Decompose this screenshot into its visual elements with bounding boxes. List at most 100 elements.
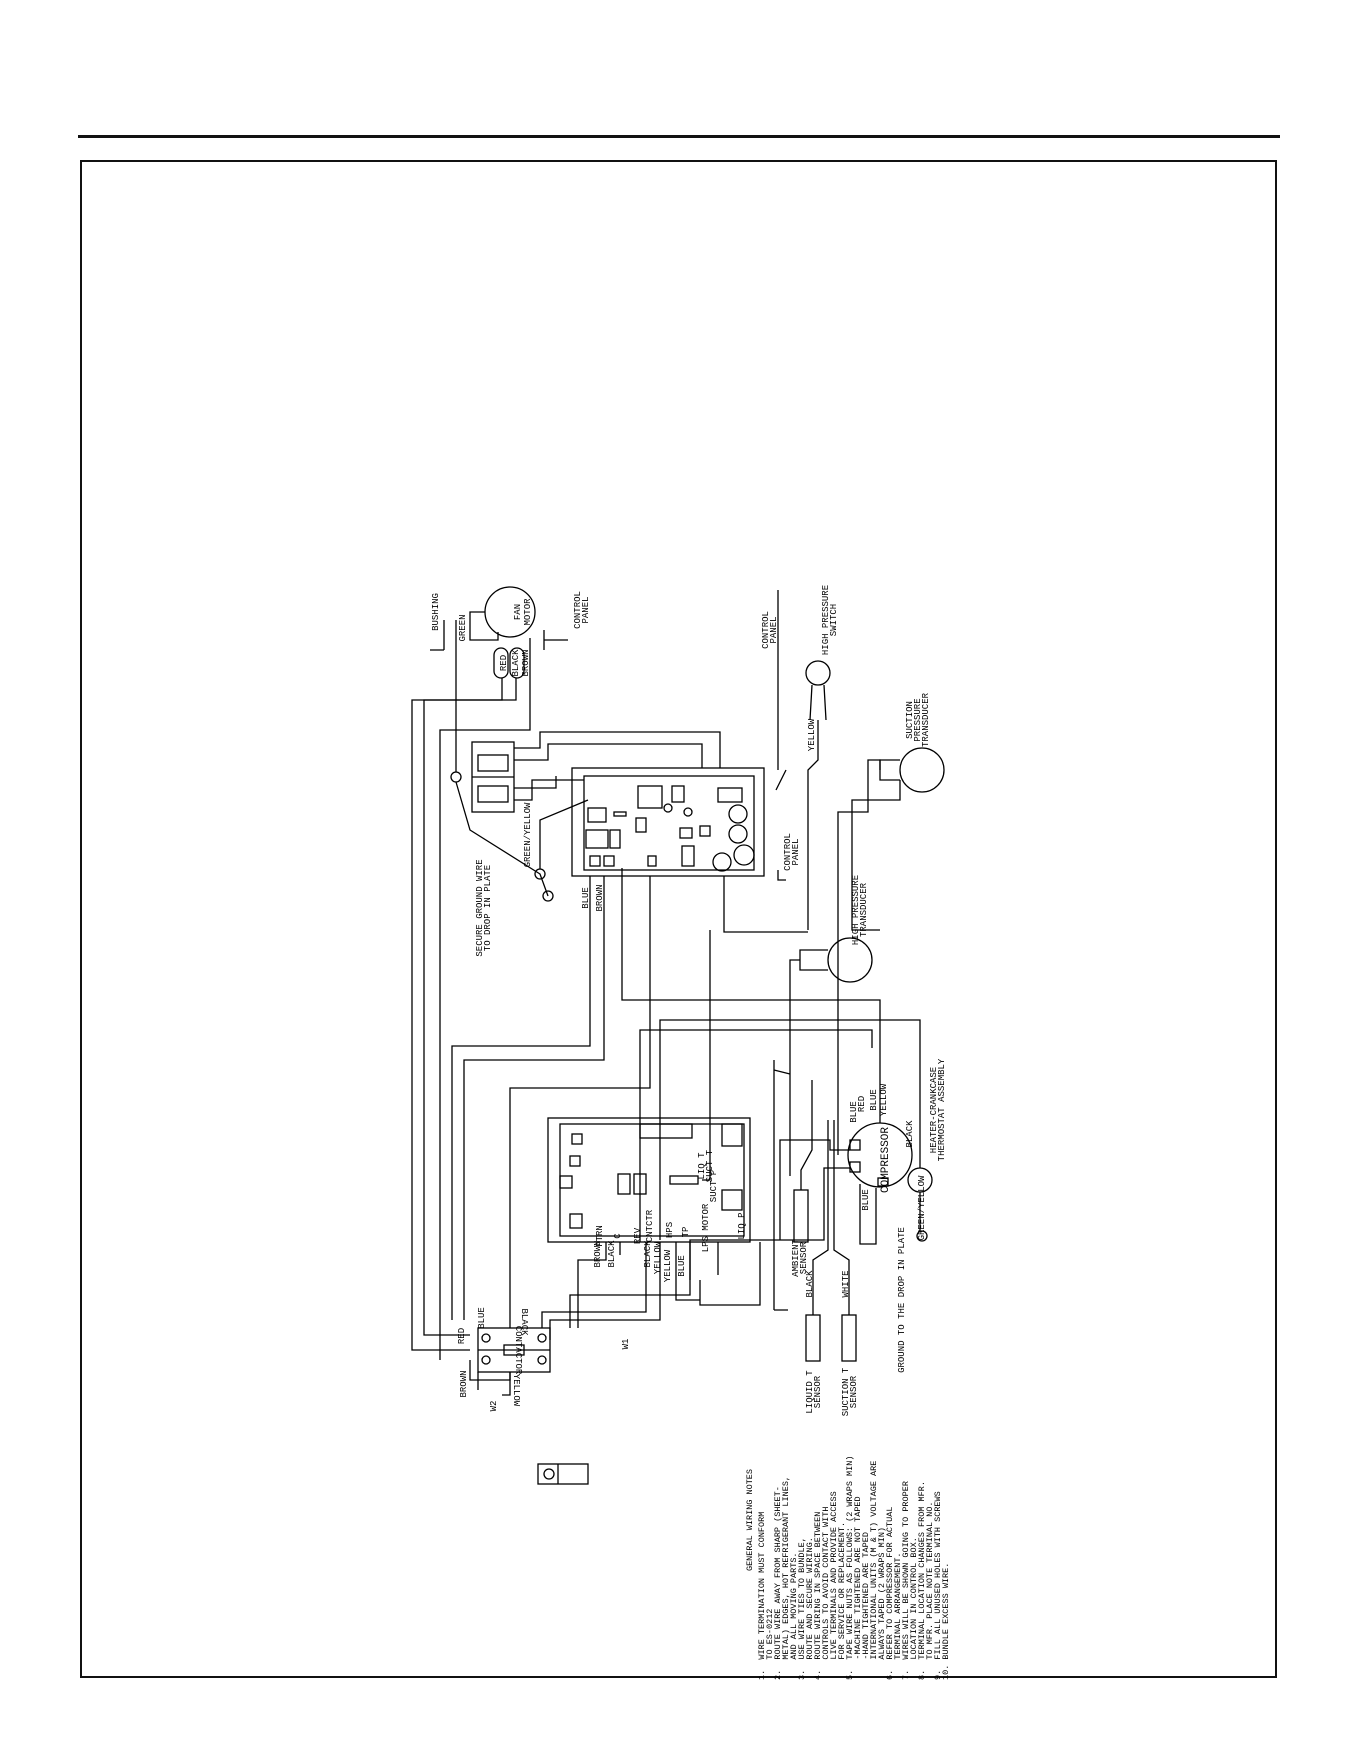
hpt-label-1: HIGH PRESSURE xyxy=(851,875,861,945)
wire-red-comp: RED xyxy=(857,1096,867,1112)
fan-motor-label-2: MOTOR xyxy=(523,598,533,626)
control-panel-mark-top xyxy=(543,630,568,650)
note-line: METAL) EDGES, HOT REFRIGERANT LINES, xyxy=(781,1476,791,1680)
suction-sensor-label-1: SUCTION T xyxy=(841,1367,851,1416)
note-line: 7. WIRES WILL BE SHOWN GOING TO PROPER xyxy=(901,1481,911,1680)
wire-blue-comp-3: BLUE xyxy=(861,1189,871,1211)
term-c: C xyxy=(613,1233,623,1239)
note-line: -MACHINE TIGHTENED ARE NOT TAPED xyxy=(853,1496,863,1680)
ground-legend-box xyxy=(537,1463,589,1485)
wire-black-low: BLACK xyxy=(607,1240,617,1268)
note-line: ALWAYS TAPED (2 WRAPS MIN) xyxy=(877,1527,887,1680)
wire-red-contactor: RED xyxy=(457,1328,467,1344)
control-panel-mark-mid xyxy=(775,590,787,881)
contactor-label: CONTACTOR xyxy=(513,1326,523,1375)
wire-yellow-low: YELLOW xyxy=(653,1241,663,1274)
ambient-sensor xyxy=(793,1080,813,1243)
wire-yellow-contactor: YELLOW xyxy=(511,1374,521,1407)
fan-motor-label-1: FAN xyxy=(513,604,523,620)
general-wiring-notes: GENERAL WIRING NOTES 1. WIRE TERMINATION… xyxy=(745,1456,951,1680)
wire-black-liq: BLACK xyxy=(805,1270,815,1298)
wire-w2: W2 xyxy=(489,1401,499,1412)
note-line: CONTROLS TO AVOID CONTACT WITH xyxy=(821,1507,831,1680)
control-panel-mid-2: PANEL xyxy=(769,616,779,643)
control-panel-low-1: CONTROL xyxy=(783,833,793,871)
wire-brown-fan: BROWN xyxy=(521,649,531,676)
liquid-sensor-label-2: SENSOR xyxy=(813,1375,823,1408)
term-liq-p: LIQ P xyxy=(737,1212,747,1239)
control-panel-top-1: CONTROL xyxy=(573,591,583,629)
control-panel-mid-1: CONTROL xyxy=(761,611,771,649)
diagram-frame xyxy=(80,160,1277,1678)
note-line: ROUTE AND SECURE WIRING. xyxy=(805,1537,815,1680)
term-liq-t: LIQ T xyxy=(697,1152,707,1180)
suction-pressure-transducer xyxy=(879,747,945,793)
wire-black-fan: BLACK xyxy=(511,649,521,677)
note-line: LOCATION IN CONTROL BOX. xyxy=(909,1537,919,1680)
spt-label-3: TRANSDUCER xyxy=(921,692,931,747)
bushing-label: BUSHING xyxy=(431,593,441,631)
note-line: LIVE TERMINALS AND PROVIDE ACCESS xyxy=(829,1491,839,1680)
note-line: 1. WIRE TERMINATION MUST CONFORM xyxy=(757,1512,767,1680)
wire-blue-comp-2: BLUE xyxy=(869,1089,879,1111)
ground-plate-note: GROUND TO THE DROP IN PLATE xyxy=(897,1227,907,1373)
control-panel-low-2: PANEL xyxy=(791,838,801,865)
term-ftrn: FTRN xyxy=(595,1225,605,1247)
wire-brown-top: BROWN xyxy=(595,884,605,911)
wire-black-heater: BLACK xyxy=(905,1120,915,1148)
term-tp: TP xyxy=(681,1227,691,1238)
ambient-label-1: AMBIENT xyxy=(791,1239,801,1277)
wire-blue-low: BLUE xyxy=(677,1255,687,1277)
wire-green-yellow-heater: GREEN/YELLOW xyxy=(917,1175,927,1240)
term-suct-t: SUCT T xyxy=(705,1149,715,1182)
liquid-sensor-label-1: LIQUID T xyxy=(805,1370,815,1414)
note-line: 6. REFER TO COMPRESSOR FOR ACTUAL xyxy=(885,1507,895,1680)
hps-label-2: SWITCH xyxy=(829,604,839,636)
note-line: TO ES-0212 xyxy=(765,1609,775,1680)
suction-temp-sensor xyxy=(841,1314,857,1362)
heater-label-1: HEATER-CRANKCASE xyxy=(929,1067,939,1153)
note-line: FOR SERVICE OR REPLACEMENT. xyxy=(837,1522,847,1680)
term-suct-p: SUCT P xyxy=(709,1170,719,1202)
wire-brown-low: BROWN xyxy=(593,1240,603,1267)
spt-label-1: SUCTION xyxy=(905,701,915,739)
compressor-label: COMPRESSOR xyxy=(880,1127,892,1193)
note-line: 8. TERMINAL LOCATION CHANGES FROM MFR. xyxy=(917,1481,927,1680)
high-pressure-switch xyxy=(805,660,831,721)
note-line: TERMINAL ARRANGEMENT. xyxy=(893,1552,903,1680)
wire-yellow-comp: YELLOW xyxy=(879,1083,889,1116)
wire-red-fan: RED xyxy=(499,655,509,671)
note-line: 2. ROUTE WIRE AWAY FROM SHARP (SHEET- xyxy=(773,1486,783,1680)
upper-control-board xyxy=(571,767,765,877)
ambient-label-2: SENSOR xyxy=(799,1241,809,1274)
suction-sensor-label-2: SENSOR xyxy=(849,1375,859,1408)
term-hps: HPS xyxy=(665,1222,675,1238)
note-line: 4. ROUTE WIRING IN SPACE BETWEEN xyxy=(813,1512,823,1680)
note-line: 10. BUNDLE EXCESS WIRE. xyxy=(941,1563,951,1680)
wire-blue-contactor: BLUE xyxy=(477,1307,487,1329)
note-line: 5. TAPE WIRE NUTS AS FOLLOWS: (2 WRAPS M… xyxy=(845,1456,855,1680)
wire-yellow-hps: YELLOW xyxy=(807,718,817,751)
diagram-labels: FAN MOTOR BUSHING CONTROL PANEL GREEN RE… xyxy=(431,585,947,1416)
ground-note-2: TO DROP IN PLATE xyxy=(483,865,493,951)
wiring-harness xyxy=(411,620,921,1396)
term-lps-motor: LPS MOTOR xyxy=(701,1203,711,1252)
wire-w1: W1 xyxy=(621,1339,631,1350)
term-cntctr: CNTCTR xyxy=(645,1209,655,1242)
wire-black-low-2: BLACK xyxy=(643,1240,653,1268)
heater-label-2: THERMOSTAT ASSEMBLY xyxy=(937,1058,947,1161)
wire-green-yellow-top: GREEN/YELLOW xyxy=(523,802,533,867)
note-line: -HAND TIGHTENED ARE TAPED xyxy=(861,1532,871,1680)
note-line: INTERNATIONAL UNITS (M & T) VOLTAGE ARE xyxy=(869,1461,879,1680)
fan-capacitor xyxy=(471,741,515,813)
wire-black-contactor: BLACK xyxy=(519,1308,529,1336)
note-line: 3. USE WIRE TIES TO BUNDLE, xyxy=(797,1537,807,1680)
note-line: AND ALL MOVING PARTS. xyxy=(789,1552,799,1680)
wire-green-fan: GREEN xyxy=(458,614,468,641)
wire-blue-comp: BLUE xyxy=(849,1101,859,1123)
wire-yellow-low-2: YELLOW xyxy=(663,1249,673,1282)
control-panel-top-2: PANEL xyxy=(581,596,591,623)
liquid-temp-sensor xyxy=(805,1314,821,1362)
spt-label-2: PRESSURE xyxy=(913,698,923,741)
